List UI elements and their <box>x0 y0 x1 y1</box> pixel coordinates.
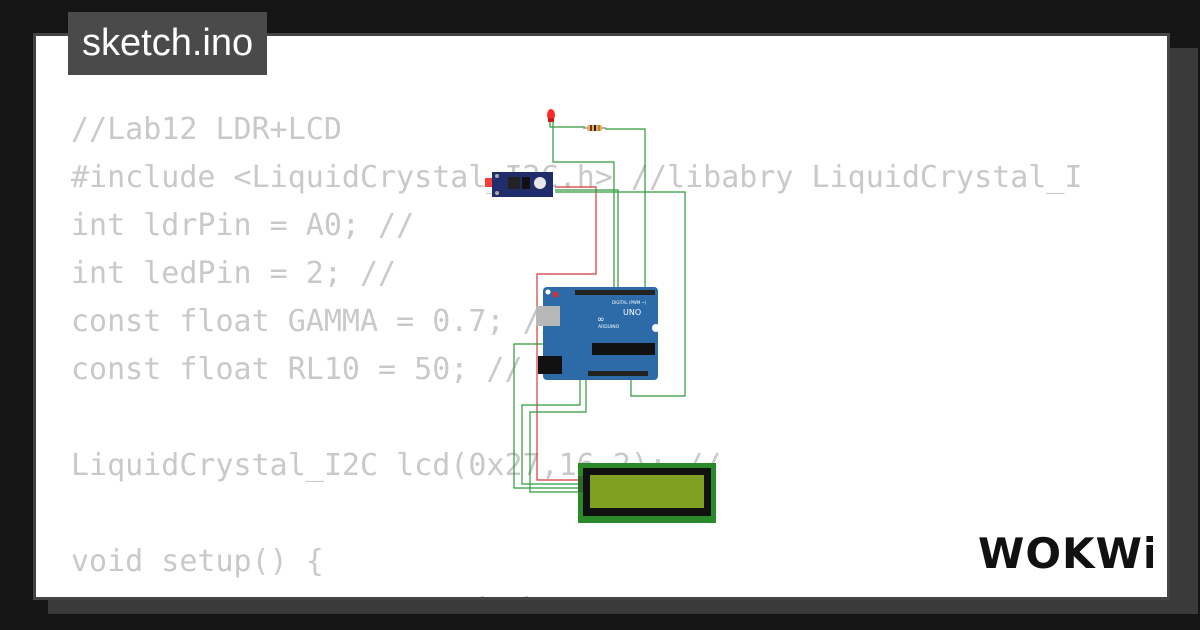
sketch-title-tab: sketch.ino <box>68 12 268 75</box>
code-line: int ledPin = 2; // <box>71 256 397 291</box>
wokwi-logo-text: WOKWi <box>978 529 1153 578</box>
code-line: #include <LiquidCrystal_I2C.h> //libabry… <box>71 160 1083 195</box>
wire-ldr-signal <box>555 191 686 397</box>
code-line: void setup() { <box>71 544 324 579</box>
wire-led-resistor-to-board <box>605 128 646 292</box>
code-line: //Lab12 LDR+LCD <box>71 112 342 147</box>
wire-lcd-scl <box>529 378 587 493</box>
resistor <box>583 125 606 131</box>
wire-ldr-gnd <box>555 189 619 292</box>
board-infinity-logo: ∞ <box>597 315 605 325</box>
code-line: const float GAMMA = 0.7; // <box>71 304 559 339</box>
wire-led-to-resistor <box>549 122 585 128</box>
wires <box>513 122 686 493</box>
code-line: // put your setup code here, to run once… <box>71 586 1082 597</box>
board-header-label: DIGITAL (PWM ~) <box>612 300 647 305</box>
wire-lcd-sda <box>521 378 581 485</box>
wire-ldr-vcc <box>536 186 597 481</box>
code-preview: //Lab12 LDR+LCD #include <LiquidCrystal_I… <box>71 106 1083 597</box>
lcd-display <box>578 463 716 523</box>
board-brand: ARDUINO <box>598 324 620 330</box>
led <box>547 109 555 122</box>
board-label: UNO <box>623 308 641 317</box>
wokwi-logo: WOKWi <box>978 529 1153 578</box>
wire-led-cathode <box>552 122 615 292</box>
code-line: int ldrPin = A0; // <box>71 208 415 243</box>
ldr-sensor-module <box>485 172 553 197</box>
arduino-uno-board: DIGITAL (PWM ~) ∞ UNO ARDUINO <box>536 287 660 380</box>
code-line: const float RL10 = 50; // <box>71 352 523 387</box>
